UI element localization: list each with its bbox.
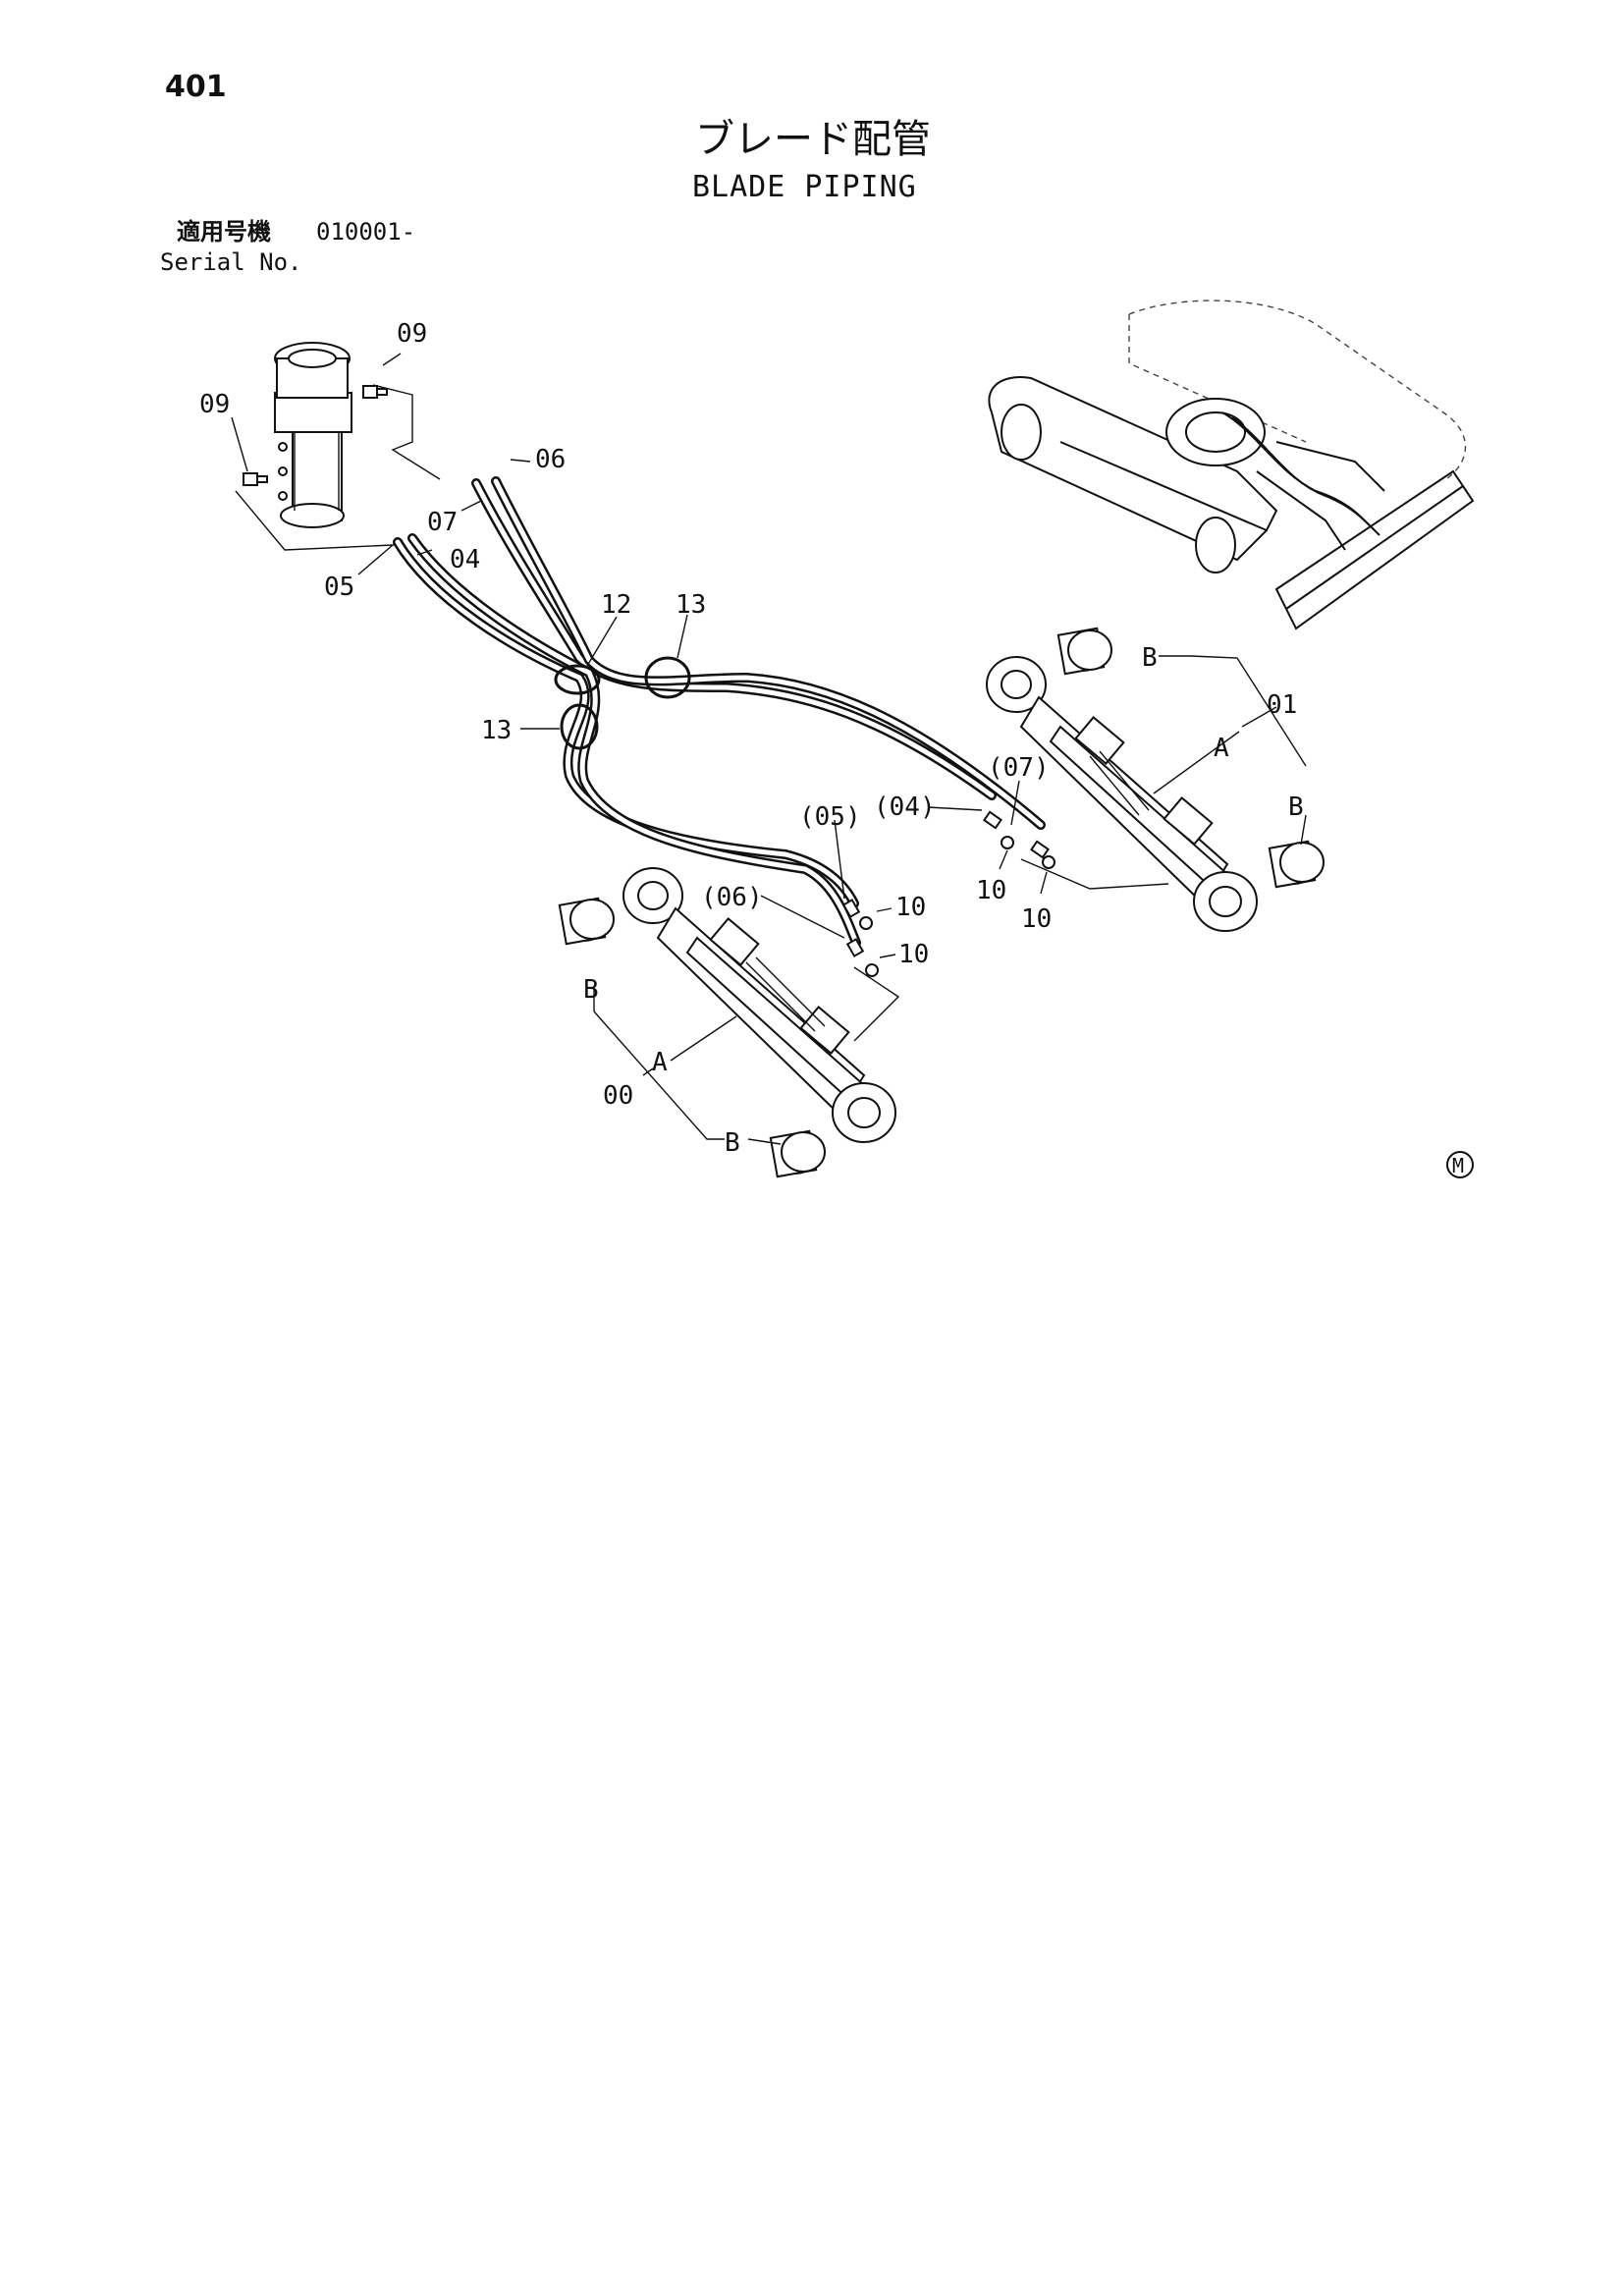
- callout-09-left: 09: [199, 390, 230, 419]
- callout-01: 01: [1267, 690, 1297, 720]
- serial-number: 010001-: [316, 218, 416, 246]
- callout-a-left: A: [652, 1048, 668, 1077]
- callout-13-top: 13: [676, 590, 706, 620]
- callout-05-paren: (05): [799, 802, 861, 832]
- serial-label-japanese: 適用号機: [177, 218, 271, 246]
- callout-06: 06: [535, 445, 566, 474]
- callout-04-paren: (04): [874, 793, 936, 822]
- fitting-09: [243, 385, 388, 486]
- hose-clamp-12: [554, 664, 601, 695]
- page-number: 401: [165, 70, 227, 104]
- blade-cylinder-01: [986, 656, 1258, 932]
- callout-13-left: 13: [481, 716, 512, 745]
- callout-10-d: 10: [1021, 904, 1052, 934]
- bushing-left-bottom: [769, 1129, 826, 1178]
- callout-10-b: 10: [898, 940, 929, 969]
- hose-end-fittings: [841, 810, 1055, 977]
- callout-05: 05: [324, 573, 354, 602]
- callout-06-paren: (06): [701, 883, 763, 912]
- serial-label: Serial No.: [160, 248, 302, 276]
- callout-labels: 09 09 06 07 04 05 12 13 13 01 A B B (07)…: [199, 319, 1304, 1158]
- callout-b-right-bottom: B: [1288, 793, 1304, 822]
- callout-10-a: 10: [895, 893, 926, 922]
- excavator-overview-sketch: [988, 300, 1475, 630]
- callout-b-right-top: B: [1142, 643, 1158, 673]
- callout-10-c: 10: [976, 876, 1006, 905]
- callout-09-top: 09: [397, 319, 427, 349]
- callout-a-right: A: [1214, 734, 1229, 763]
- callout-07: 07: [427, 508, 458, 537]
- callout-07-paren: (07): [988, 753, 1050, 783]
- manufacturer-mark: M: [1446, 1151, 1474, 1178]
- bushing-right-top: [1056, 627, 1112, 676]
- callout-00: 00: [603, 1081, 633, 1111]
- hose-clamp-13-left: [560, 703, 599, 750]
- swivel-joint: [274, 342, 352, 528]
- blade-cylinder-00: [622, 867, 896, 1143]
- hose-bundle: [393, 476, 1046, 948]
- page-title-japanese: ブレード配管: [695, 117, 931, 162]
- hose-clamp-13-top: [644, 656, 691, 699]
- page-title: BLADE PIPING: [692, 170, 917, 204]
- bushing-right-bottom: [1268, 840, 1325, 889]
- svg-text:M: M: [1452, 1154, 1464, 1177]
- leader-lines: [231, 353, 1307, 1145]
- callout-04: 04: [450, 545, 480, 574]
- callout-b-left-bottom: B: [725, 1128, 740, 1158]
- bushing-left-top: [558, 897, 615, 946]
- callout-b-left-top: B: [583, 975, 599, 1005]
- leader-09-top: [372, 384, 441, 480]
- callout-12: 12: [601, 590, 631, 620]
